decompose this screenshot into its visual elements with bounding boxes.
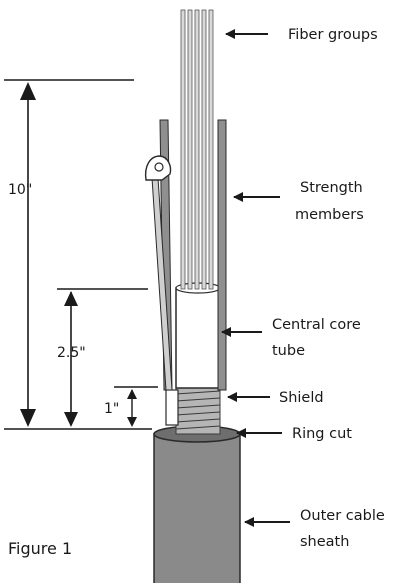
outer-cable-sheath — [153, 425, 241, 583]
central-core-tube — [175, 282, 221, 389]
label-ring-cut: Ring cut — [292, 426, 352, 442]
dimension-2-5-inch — [57, 288, 148, 427]
dim-text-1-inch: 1" — [104, 401, 119, 417]
label-outer-cable-sheath-line1: Outer cable — [300, 508, 385, 524]
label-shield: Shield — [279, 390, 324, 406]
label-strength-members-line2: members — [295, 207, 364, 223]
ground-lug — [144, 155, 173, 391]
label-central-core-tube-line2: tube — [272, 343, 305, 359]
dim-text-10-inch: 10" — [8, 182, 32, 198]
label-strength-members-line1: Strength — [300, 180, 363, 196]
shield — [165, 386, 221, 435]
dim-text-2-5-inch: 2.5" — [57, 345, 86, 361]
dimension-10-inch — [4, 79, 134, 427]
label-fiber-groups: Fiber groups — [288, 27, 378, 43]
label-central-core-tube-line1: Central core — [272, 317, 361, 333]
label-outer-cable-sheath-line2: sheath — [300, 534, 349, 550]
figure-caption: Figure 1 — [8, 539, 72, 558]
fiber-groups — [180, 9, 214, 290]
dimension-1-inch — [114, 386, 158, 427]
